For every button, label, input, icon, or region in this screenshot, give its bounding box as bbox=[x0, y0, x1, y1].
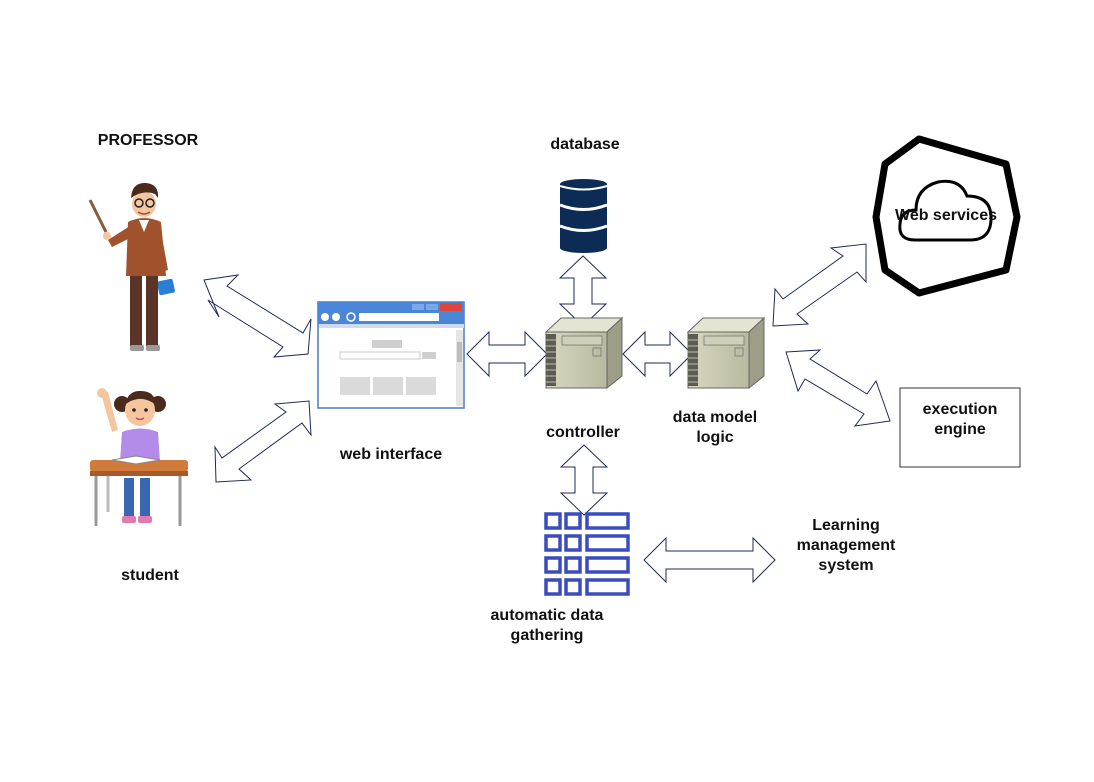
database-cylinder-icon bbox=[559, 179, 608, 253]
cloud-icon bbox=[898, 179, 993, 242]
execution-engine-box bbox=[899, 387, 1021, 468]
label-engine: engine bbox=[934, 421, 986, 438]
web-services-hexagon bbox=[872, 135, 1021, 297]
arrow-controller-datamodel bbox=[622, 330, 693, 378]
arrow-datamodel-execution bbox=[785, 349, 891, 427]
browser-window-icon bbox=[317, 301, 465, 409]
arrow-datamodel-webservices bbox=[772, 243, 867, 327]
label-learning: Learning bbox=[812, 517, 880, 534]
arrow-adg-lms bbox=[643, 536, 776, 584]
grid-table-icon bbox=[544, 512, 630, 596]
arrow-controller-adg bbox=[559, 444, 609, 516]
arrow-professor-web bbox=[203, 274, 312, 358]
arrow-web-controller bbox=[466, 330, 548, 378]
label-automatic-data: automatic data bbox=[490, 607, 604, 624]
label-web-services: Web services bbox=[895, 207, 997, 224]
label-data-model: data model bbox=[672, 409, 758, 426]
label-logic: logic bbox=[696, 429, 734, 446]
label-web-interface: web interface bbox=[339, 446, 443, 463]
professor-figure bbox=[88, 182, 175, 351]
arrow-student-web bbox=[214, 400, 312, 483]
label-controller: controller bbox=[546, 424, 620, 441]
arrow-database-controller bbox=[558, 255, 608, 327]
label-management: management bbox=[796, 537, 896, 554]
server-icon-controller bbox=[544, 316, 624, 390]
label-system: system bbox=[818, 557, 874, 574]
label-gathering: gathering bbox=[510, 627, 584, 644]
student-figure bbox=[90, 388, 188, 526]
label-execution: execution bbox=[922, 401, 998, 418]
label-database: database bbox=[550, 136, 620, 153]
label-student: student bbox=[121, 567, 179, 584]
server-icon-datamodel bbox=[686, 316, 766, 390]
label-professor: PROFESSOR bbox=[97, 132, 199, 149]
